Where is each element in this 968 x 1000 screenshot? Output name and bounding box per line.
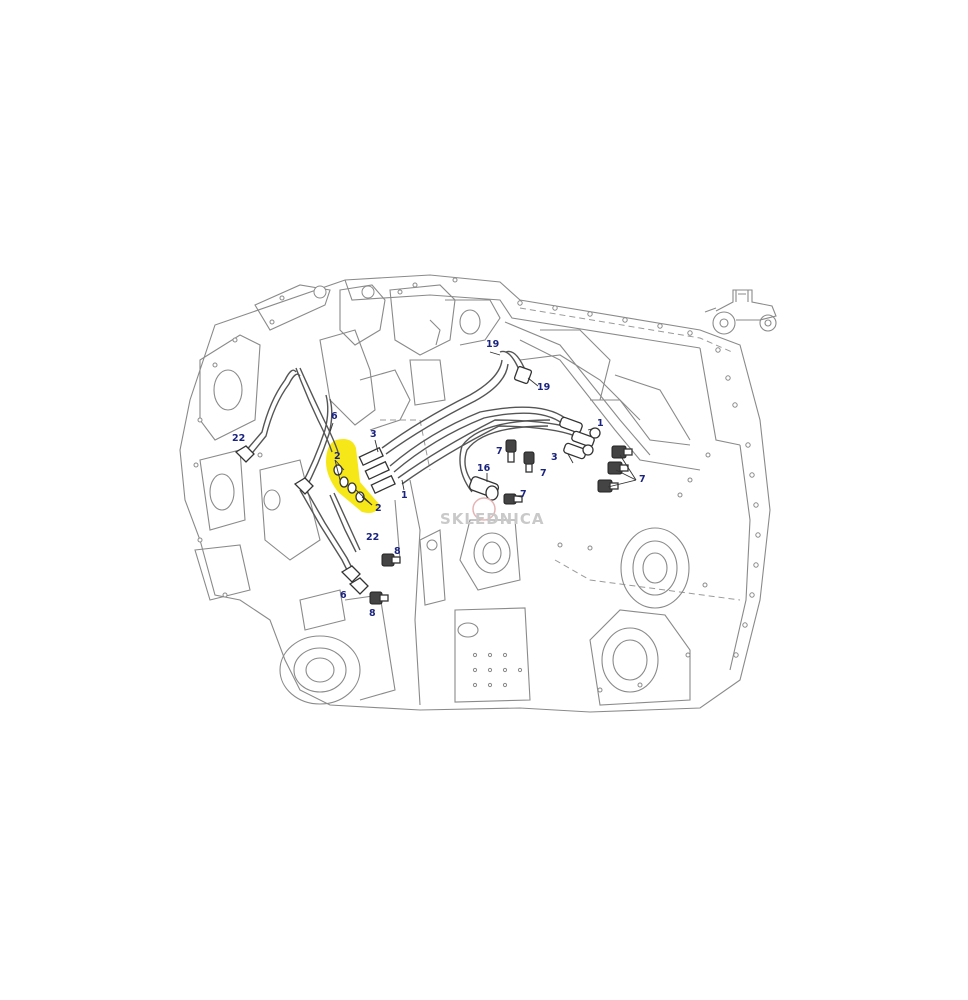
callout-8: 8 (369, 608, 376, 619)
callout-22: 22 (366, 532, 379, 543)
highlight-region (326, 439, 380, 514)
callout-7: 7 (496, 446, 503, 457)
callout-19: 19 (537, 382, 550, 393)
leader-lines (329, 351, 637, 506)
callout-7: 7 (540, 468, 547, 479)
callout-1: 1 (401, 490, 408, 501)
callout-1: 1 (597, 418, 604, 429)
callouts: 22 6 2 3 1 2 22 8 6 8 19 19 16 7 7 7 3 1… (232, 339, 646, 619)
callout-2: 2 (375, 503, 382, 514)
tractor-icon (704, 289, 777, 335)
callout-7: 7 (639, 474, 646, 485)
watermark: SKLEDNICA (440, 497, 544, 528)
hydraulic-hoses (243, 350, 579, 581)
callout-7: 7 (520, 489, 527, 500)
callout-2: 2 (334, 451, 341, 462)
callout-6: 6 (340, 590, 347, 601)
watermark-text: SKLEDNICA (440, 510, 544, 528)
callout-3: 3 (370, 429, 377, 440)
fittings (234, 365, 633, 605)
callout-16: 16 (477, 463, 491, 474)
transmission-housing (179, 274, 771, 713)
callout-19: 19 (486, 339, 499, 350)
callout-22: 22 (232, 433, 245, 444)
callout-6: 6 (331, 411, 338, 422)
callout-3: 3 (551, 452, 558, 463)
callout-8: 8 (394, 546, 401, 557)
